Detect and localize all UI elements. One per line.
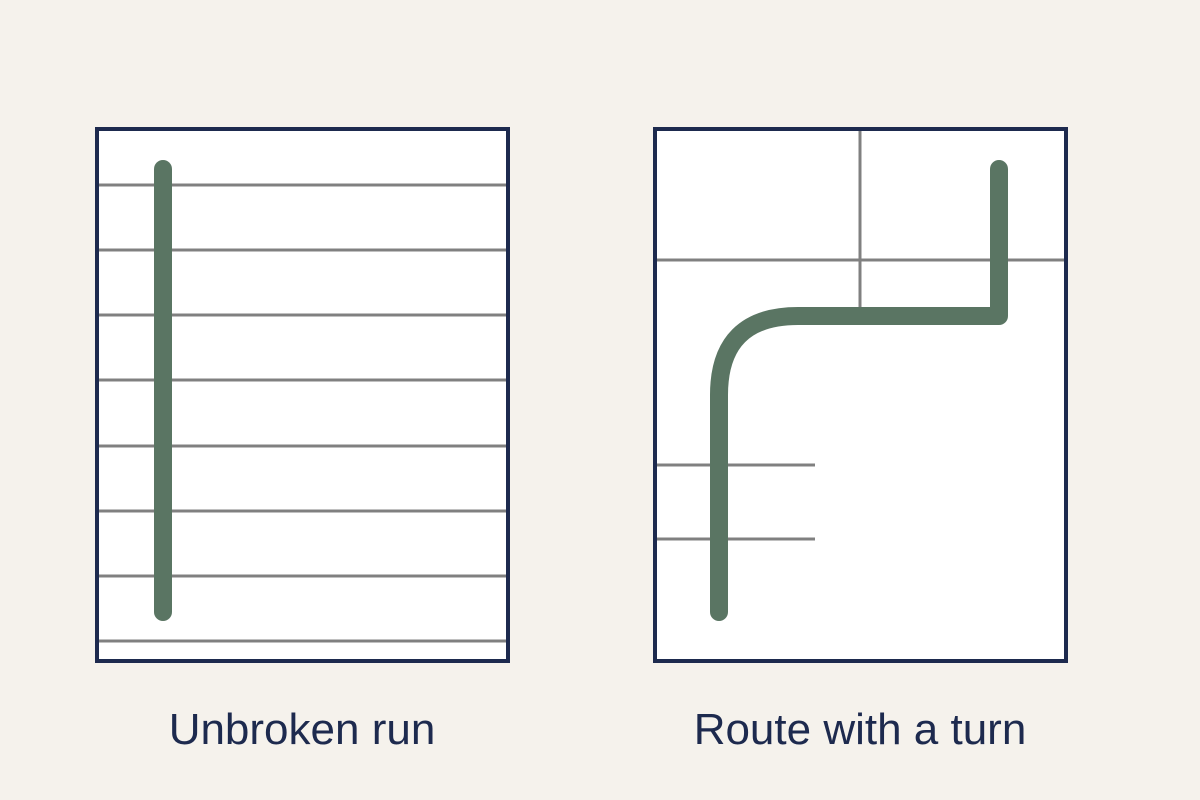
caption-route-with-turn: Route with a turn bbox=[694, 705, 1027, 754]
caption-unbroken-run: Unbroken run bbox=[169, 705, 436, 754]
turning-run-path bbox=[710, 160, 1008, 621]
panel-unbroken-run: Unbroken run bbox=[95, 127, 510, 754]
panel-route-with-turn: Route with a turn bbox=[653, 127, 1068, 754]
